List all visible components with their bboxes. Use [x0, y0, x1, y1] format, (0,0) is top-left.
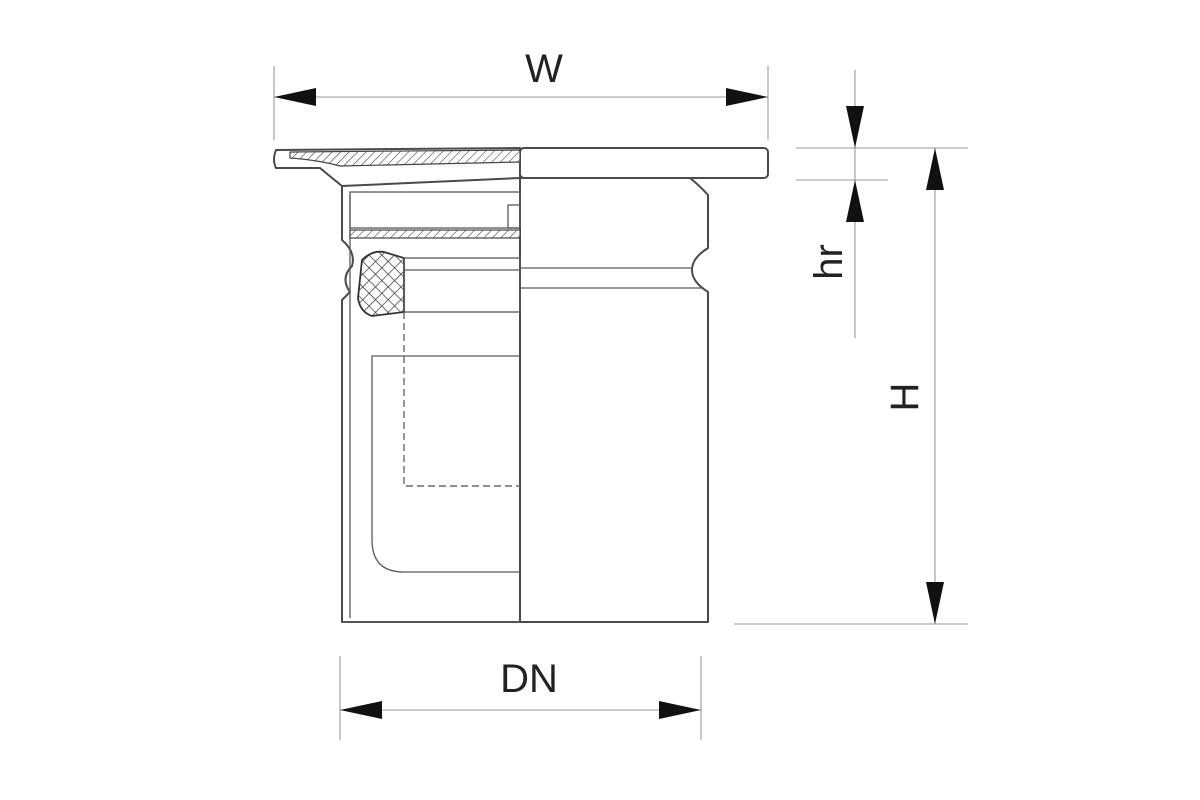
w-arrow-left [274, 88, 316, 106]
top-flange [519, 147, 769, 179]
h-label: H [883, 383, 927, 412]
trap-insert-top [403, 257, 521, 313]
outer-body [519, 177, 709, 623]
dn-arrow-left [340, 701, 382, 719]
exterior-view [519, 147, 769, 623]
h-arrow-bottom [926, 582, 944, 624]
h-arrow-top [926, 148, 944, 190]
dimension-hr: hr [796, 70, 888, 338]
hr-label: hr [807, 244, 851, 280]
section-outer-wall [341, 177, 521, 623]
hr-arrow-top [846, 106, 864, 148]
dimension-dn: DN [339, 656, 702, 740]
dn-arrow-right [659, 701, 701, 719]
section-view [273, 147, 521, 623]
hidden-trap-cup [403, 312, 520, 487]
seal-ring [357, 250, 405, 317]
strainer-tab [507, 204, 521, 229]
inner-bucket [371, 355, 520, 573]
dn-label: DN [500, 657, 558, 701]
w-arrow-right [726, 88, 768, 106]
dimension-w: W [273, 47, 769, 140]
flange-grate-hatching [289, 149, 521, 167]
strainer-grate [349, 229, 521, 239]
w-label: W [525, 47, 563, 91]
hr-arrow-bottom [846, 180, 864, 222]
dimension-h: H [734, 147, 968, 625]
